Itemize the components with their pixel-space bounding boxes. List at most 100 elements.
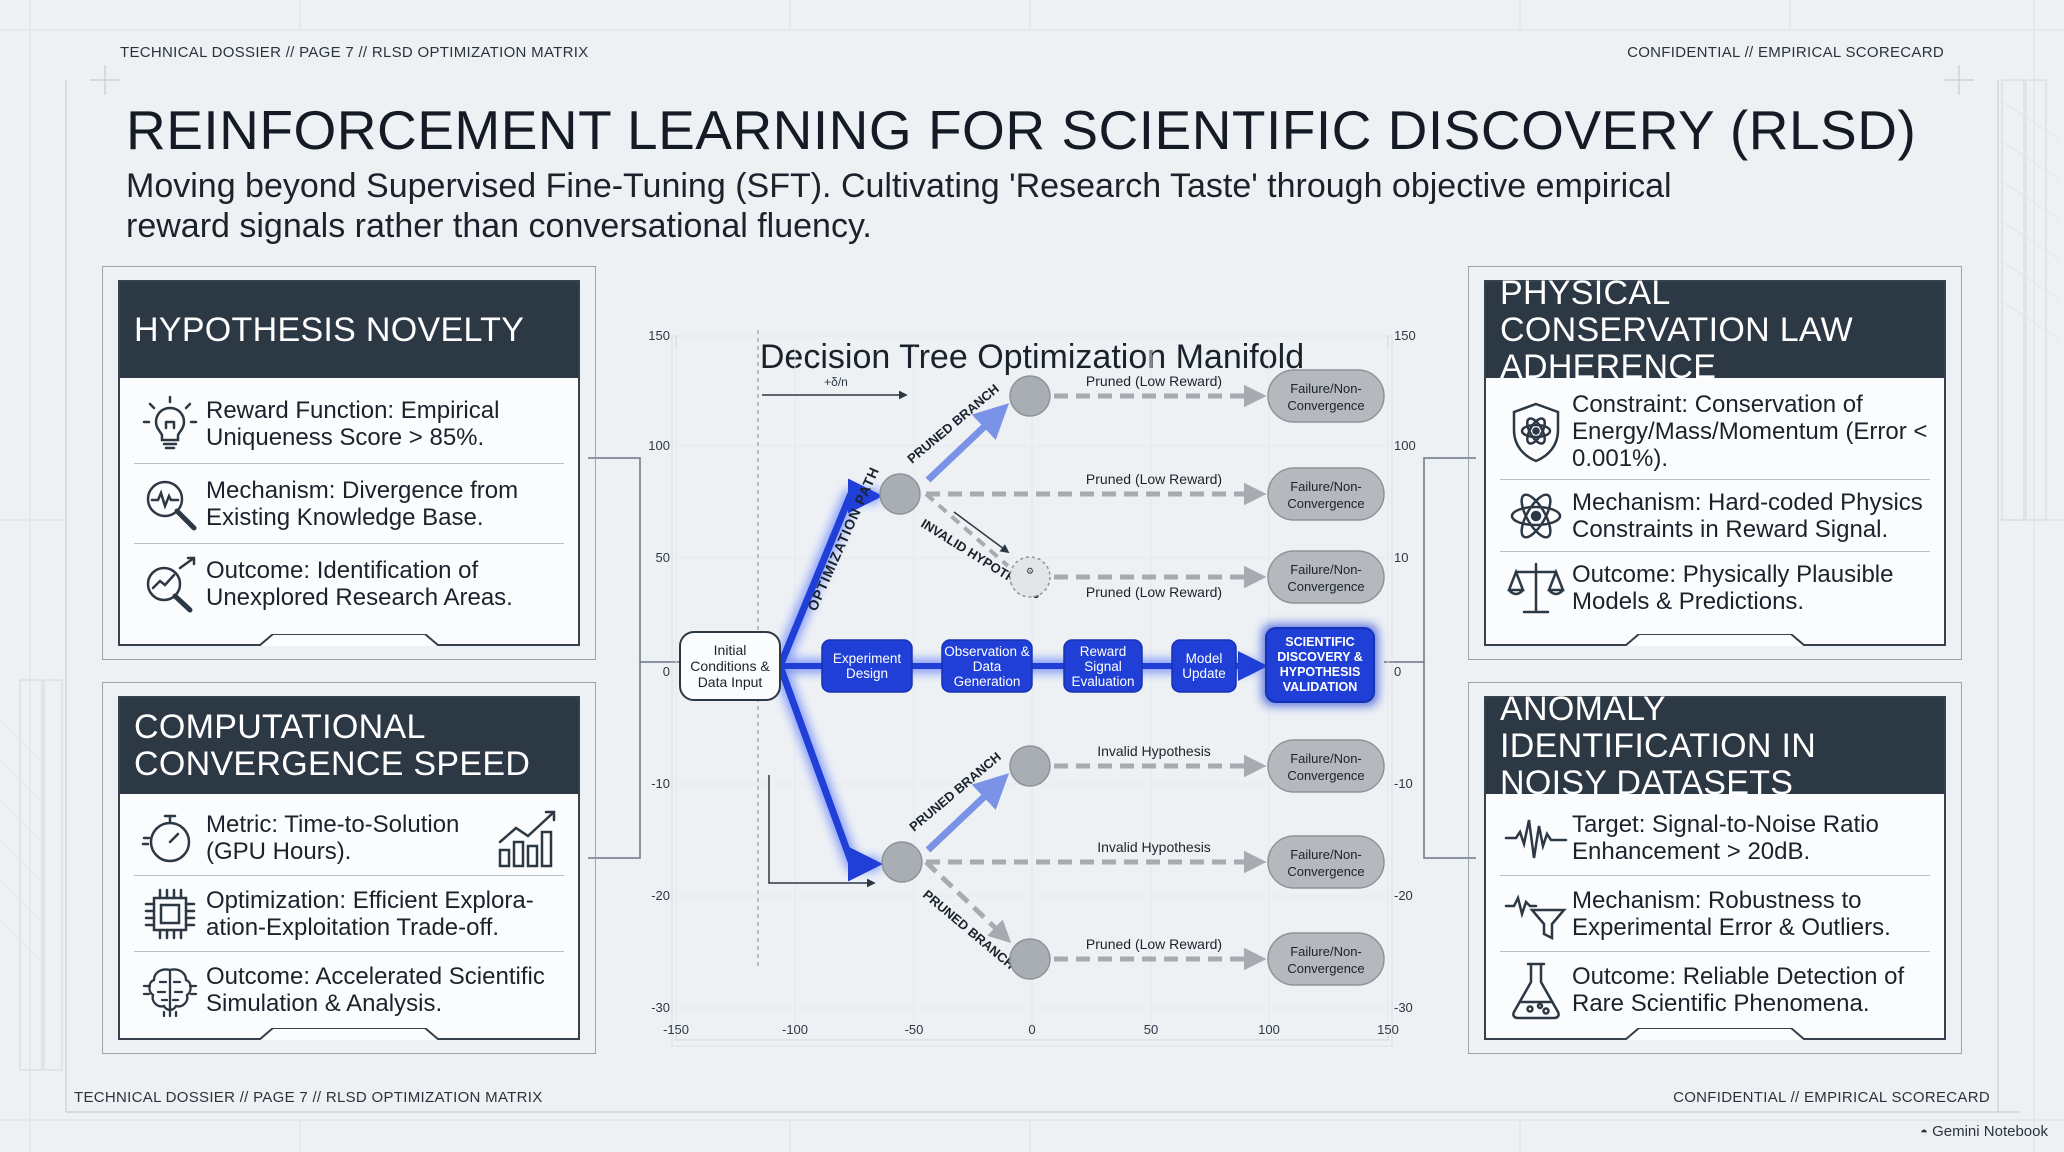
- failure-node-label: Failure/Non-: [1290, 562, 1362, 577]
- y-tick-label: -10: [1394, 776, 1413, 791]
- decision-node: [881, 841, 923, 883]
- delta-label: +δ/n: [824, 375, 848, 389]
- optimization-path: [776, 664, 883, 882]
- filter-icon: [1500, 882, 1572, 946]
- card-row: Reward Function: Empirical Uniqueness Sc…: [134, 384, 564, 464]
- failure-node: [1267, 835, 1385, 889]
- card-title: PHYSICAL CONSERVATION LAW ADHERENCE: [1486, 274, 1944, 385]
- start-node-text-box: Initial Conditions & Data Input: [690, 642, 770, 690]
- card-footer-tab: [1625, 1028, 1805, 1040]
- card-row: Outcome: Reliable Detection of Rare Scie…: [1500, 952, 1930, 1028]
- failure-node: [1267, 932, 1385, 986]
- pipeline-step: [1063, 639, 1143, 693]
- optimization-path: [776, 478, 883, 668]
- pipeline-step-text-box: Experiment Design: [833, 651, 901, 681]
- footer-left: TECHNICAL DOSSIER // PAGE 7 // RLSD OPTI…: [74, 1089, 543, 1106]
- branch-line: [924, 860, 1012, 944]
- x-tick-label: -150: [663, 1022, 689, 1037]
- pipeline-step-text-box: Reward Signal Evaluation: [1071, 643, 1135, 689]
- x-tick-label: 150: [1377, 1022, 1399, 1037]
- stopwatch-icon: [134, 806, 206, 870]
- invalid-node: [1009, 556, 1051, 598]
- bar-chart-trend-icon: [494, 806, 564, 870]
- failure-node-label: Convergence: [1287, 768, 1364, 783]
- shield-atom-icon: [1500, 400, 1572, 464]
- optimization-path-label: OPTIMIZATION PATH: [804, 464, 882, 613]
- lightbulb-icon: [134, 392, 206, 456]
- anomaly-identification-card: ANOMALY IDENTIFICATION IN NOISY DATASETS…: [1484, 690, 1946, 1040]
- hypothesis-novelty-card: HYPOTHESIS NOVELTY Reward Function: Empi…: [118, 280, 580, 646]
- card-row: Outcome: Identification of Unexplored Re…: [134, 544, 564, 624]
- card-footer-tab: [1625, 634, 1805, 646]
- header-right: CONFIDENTIAL // EMPIRICAL SCORECARD: [1627, 44, 1944, 61]
- decision-node: [1009, 375, 1051, 417]
- y-tick-label: 100: [648, 438, 670, 453]
- pipeline-step-label: Observation & Data Generation: [944, 643, 1030, 689]
- y-tick-label: -10: [651, 776, 670, 791]
- pipeline-step-label: Model Update: [1182, 651, 1226, 681]
- pipeline-step-text-box: Observation & Data Generation: [944, 643, 1030, 689]
- card-row-text: Mechanism: Robustness to Experimental Er…: [1572, 886, 1891, 941]
- footer-right: CONFIDENTIAL // EMPIRICAL SCORECARD: [1673, 1089, 1990, 1106]
- brand-label: ◓ Gemini Notebook: [1920, 1123, 2048, 1140]
- card-row: Mechanism: Hard-coded Physics Constraint…: [1500, 480, 1930, 552]
- card-row-text: Mechanism: Hard-coded Physics Constraint…: [1572, 488, 1923, 543]
- y-tick-label: 150: [1394, 330, 1416, 343]
- y-tick-label: 50: [656, 550, 670, 565]
- card-row: Target: Signal-to-Noise Ratio Enhancemen…: [1500, 800, 1930, 876]
- magnifier-pulse-icon: [134, 472, 206, 536]
- card-row-text: Mechanism: Divergence from Existing Know…: [206, 476, 519, 531]
- branch-label: Pruned (Low Reward): [1086, 584, 1222, 600]
- annotation-arrow: [953, 511, 1010, 554]
- convergence-speed-card: COMPUTATIONAL CONVERGENCE SPEED Metric: …: [118, 696, 580, 1040]
- failure-node-label: Convergence: [1287, 961, 1364, 976]
- card-row-text: Target: Signal-to-Noise Ratio Enhancemen…: [1572, 810, 1879, 865]
- card-row: Optimization: Efficient Explora-ation-Ex…: [134, 876, 564, 952]
- card-row: Mechanism: Divergence from Existing Know…: [134, 464, 564, 544]
- failure-node-label: Failure/Non-: [1290, 944, 1362, 959]
- conservation-law-card: PHYSICAL CONSERVATION LAW ADHERENCE Cons…: [1484, 274, 1946, 646]
- branch-label: Invalid Hypothesis: [1097, 743, 1211, 759]
- y-tick-label: 0: [1394, 664, 1401, 679]
- branch-line: [924, 492, 1010, 568]
- y-tick-label: 100: [1394, 438, 1416, 453]
- pipeline-steps: Experiment Design Observation & Data Gene…: [821, 639, 1237, 693]
- card-row-text: Constraint: Conservation of Energy/Mass/…: [1572, 391, 1928, 472]
- card-row-text: Outcome: Accelerated Scientific Simulati…: [206, 963, 545, 1017]
- failure-node-label: Failure/Non-: [1290, 381, 1362, 396]
- pipeline-step: [821, 639, 913, 693]
- goal-node: [1265, 627, 1375, 703]
- failure-node-label: Convergence: [1287, 398, 1364, 413]
- card-row: Mechanism: Robustness to Experimental Er…: [1500, 876, 1930, 952]
- pipeline-step: [1171, 639, 1237, 693]
- failure-node-label: Failure/Non-: [1290, 751, 1362, 766]
- decision-node: [1009, 745, 1051, 787]
- flask-icon: [1500, 958, 1572, 1022]
- start-node-label: Initial Conditions & Data Input: [690, 642, 770, 690]
- pipeline-step-label: Reward Signal Evaluation: [1071, 643, 1135, 689]
- pipeline-step-text-box: Model Update: [1182, 651, 1226, 681]
- failure-node: [1267, 739, 1385, 793]
- x-tick-label: 100: [1258, 1022, 1280, 1037]
- decision-node: [1009, 938, 1051, 980]
- card-footer-tab: [259, 1028, 439, 1040]
- x-tick-label: 0: [1028, 1022, 1035, 1037]
- failure-nodes: Failure/Non-ConvergenceFailure/Non-Conve…: [1267, 369, 1385, 986]
- card-row: Outcome: Physically Plausible Models & P…: [1500, 552, 1930, 624]
- atom-icon: [1500, 484, 1572, 548]
- failure-node: [1267, 369, 1385, 423]
- brain-circuit-icon: [134, 958, 206, 1022]
- pipeline-step: [941, 639, 1033, 693]
- decision-tree-diagram: Decision Tree Optimization Manifold 1501…: [648, 330, 1416, 1047]
- card-row-text: Outcome: Reliable Detection of Rare Scie…: [1572, 963, 1905, 1017]
- invalid-node-glyph: ⚙: [1026, 566, 1034, 576]
- y-tick-label: 150: [648, 330, 670, 343]
- failure-node: [1267, 467, 1385, 521]
- header-left: TECHNICAL DOSSIER // PAGE 7 // RLSD OPTI…: [120, 44, 589, 61]
- x-tick-label: -50: [905, 1022, 924, 1037]
- card-title: ANOMALY IDENTIFICATION IN NOISY DATASETS: [1486, 690, 1944, 801]
- card-row: Outcome: Accelerated Scientific Simulati…: [134, 952, 564, 1028]
- goal-node-label: SCIENTIFIC DISCOVERY & HYPOTHESIS VALIDA…: [1277, 635, 1363, 694]
